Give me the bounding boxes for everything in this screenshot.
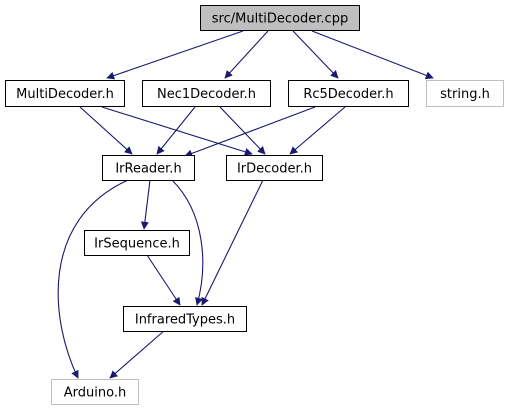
- node-label: IrDecoder.h: [237, 162, 312, 177]
- edge-line: [140, 179, 151, 230]
- edge-line: [292, 30, 339, 79]
- edge-rc5-to-irdecoder: [289, 106, 346, 155]
- edge-irsequence-to-infraredtypes: [146, 254, 181, 306]
- node-irdecoder-h[interactable]: IrDecoder.h: [226, 155, 323, 181]
- edge-infraredtypes-to-arduino: [109, 329, 166, 379]
- edge-nec1-to-irreader: [156, 106, 196, 155]
- node-irreader-h[interactable]: IrReader.h: [102, 155, 195, 181]
- edge-line: [171, 179, 204, 306]
- edge-main-to-nec1: [224, 30, 269, 79]
- node-label: string.h: [440, 87, 490, 102]
- edge-line: [57, 179, 129, 379]
- edge-nec1-to-irdecoder: [219, 106, 266, 155]
- node-main-file[interactable]: src/MultiDecoder.cpp: [200, 5, 360, 31]
- edge-irreader-to-arduino: [57, 179, 129, 379]
- edges-group: [57, 30, 434, 379]
- edge-irreader-to-irsequence: [140, 179, 151, 230]
- edge-line: [146, 254, 181, 306]
- node-arduino-h[interactable]: Arduino.h: [51, 379, 139, 405]
- edge-line: [289, 106, 346, 155]
- edge-line: [224, 30, 269, 79]
- edge-main-to-multidecoder: [106, 30, 244, 80]
- node-infraredtypes-h[interactable]: InfraredTypes.h: [123, 306, 247, 332]
- node-label: Rc5Decoder.h: [303, 87, 393, 102]
- edge-multidecoder-to-irreader: [79, 106, 133, 155]
- node-multidecoder-h[interactable]: MultiDecoder.h: [5, 80, 125, 107]
- node-nec1decoder-h[interactable]: Nec1Decoder.h: [142, 80, 271, 107]
- node-label: MultiDecoder.h: [16, 87, 114, 102]
- edge-irreader-to-infraredtypes: [171, 179, 204, 306]
- edge-line: [219, 106, 266, 155]
- node-string-h[interactable]: string.h: [426, 80, 504, 107]
- node-label: InfraredTypes.h: [135, 313, 235, 328]
- node-rc5decoder-h[interactable]: Rc5Decoder.h: [288, 80, 409, 107]
- edge-main-to-rc5: [292, 30, 339, 79]
- node-label: IrReader.h: [115, 162, 181, 177]
- edge-line: [101, 106, 253, 156]
- node-label: src/MultiDecoder.cpp: [212, 12, 348, 27]
- edge-rc5-to-irreader: [184, 106, 316, 158]
- edge-line: [201, 179, 264, 306]
- edge-main-to-string: [311, 30, 434, 80]
- edge-line: [106, 30, 244, 80]
- edge-line: [311, 30, 434, 80]
- edge-multidecoder-to-irdecoder: [101, 106, 253, 156]
- node-label: Nec1Decoder.h: [157, 87, 256, 102]
- node-label: IrSequence.h: [94, 237, 180, 252]
- node-irsequence-h[interactable]: IrSequence.h: [84, 230, 190, 256]
- node-label: Arduino.h: [64, 386, 126, 401]
- nodes-group: src/MultiDecoder.cpp MultiDecoder.h Nec1…: [5, 5, 504, 405]
- edge-line: [79, 106, 133, 155]
- edge-irdecoder-to-infraredtypes: [201, 179, 264, 306]
- edge-line: [109, 329, 166, 379]
- edge-line: [156, 106, 196, 155]
- edge-line: [184, 106, 316, 158]
